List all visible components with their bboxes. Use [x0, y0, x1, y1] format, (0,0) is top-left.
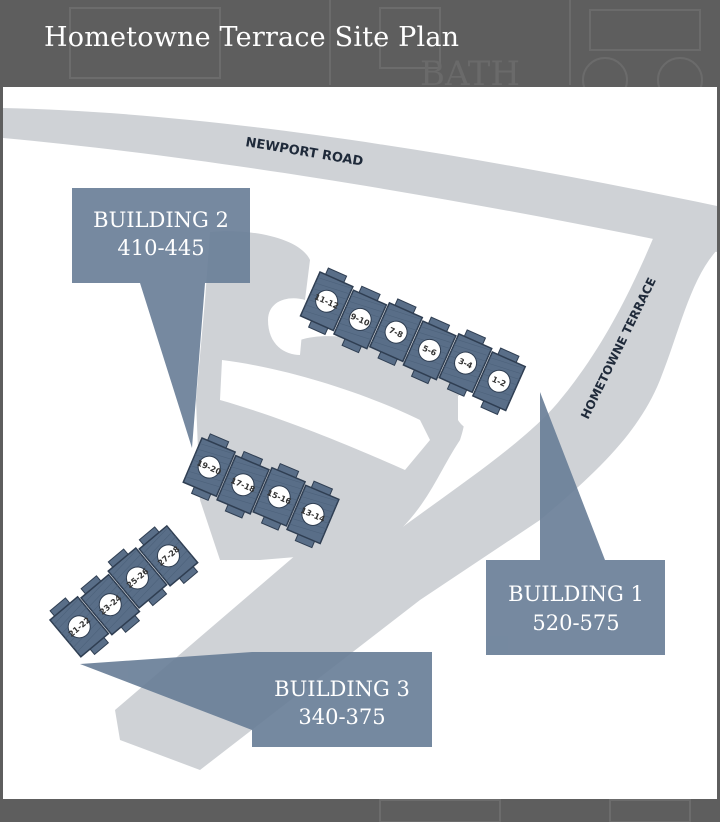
unit-hatch [289, 523, 325, 535]
unit-marker [231, 473, 255, 497]
unit-hatch [88, 580, 114, 608]
unit-hatch [111, 549, 138, 576]
island-central [220, 360, 430, 470]
unit-hatch [57, 602, 83, 630]
unit-hatch [456, 339, 492, 351]
unit-hatch [233, 460, 269, 472]
unit-marker [384, 320, 408, 344]
unit-marker [125, 566, 149, 590]
newport-road-surface [3, 108, 717, 252]
unit-hatch [315, 282, 350, 295]
unit-hatch [166, 554, 192, 582]
unit-hatch [267, 478, 303, 490]
building-1-footprint[interactable]: 11-129-107-85-63-41-2 [296, 266, 529, 417]
unit-marker [454, 351, 478, 375]
unit-marker [197, 455, 221, 479]
unit-marker [348, 307, 372, 331]
island-north [268, 298, 305, 355]
unit-hatch [302, 310, 338, 322]
unit-hatch [142, 527, 169, 554]
unit-hatch [386, 308, 422, 320]
unit-hatch [384, 313, 420, 326]
unit-hatch [453, 344, 489, 357]
unit-hatch [231, 466, 266, 478]
unit-hatch [441, 371, 477, 384]
unit-hatch [475, 390, 510, 402]
unit-hatch [115, 553, 142, 581]
building-3-name: BUILDING 3 [274, 677, 410, 701]
building-1-name: BUILDING 1 [508, 582, 644, 606]
unit-hatch [53, 598, 80, 625]
unit-marker [418, 338, 442, 362]
unit-hatch [146, 531, 173, 559]
unit-hatch [185, 476, 221, 488]
unit-marker [315, 289, 339, 313]
unit-marker [301, 502, 325, 526]
unit-hatch [303, 490, 339, 502]
unit-hatch [269, 472, 305, 484]
building-2-range: 410-445 [117, 236, 204, 260]
unit-marker [67, 615, 91, 639]
unit-hatch [199, 443, 235, 455]
unit-hatch [405, 359, 441, 371]
unit-hatch [84, 576, 111, 603]
unit-hatch [487, 362, 523, 375]
unit-hatch [317, 277, 353, 289]
building-3-callout-box[interactable] [252, 652, 432, 747]
unit-hatch [420, 326, 456, 338]
unit-hatch [489, 357, 525, 369]
unit-marker [156, 544, 180, 568]
unit-marker [98, 593, 122, 617]
unit-hatch [348, 300, 384, 313]
building-3-range: 340-375 [298, 705, 385, 729]
page-title: Hometowne Terrace Site Plan [44, 22, 460, 53]
unit-marker [487, 369, 511, 393]
unit-hatch [76, 625, 103, 653]
building-1-range: 520-575 [532, 611, 619, 635]
unit-hatch [107, 603, 134, 631]
unit-hatch [336, 328, 372, 340]
hometowne-terrace-surface [360, 222, 717, 600]
unit-hatch [372, 340, 407, 353]
building-2-name: BUILDING 2 [93, 208, 229, 232]
unit-hatch [417, 331, 453, 344]
unit-hatch [350, 295, 386, 307]
building-1-callout[interactable] [486, 392, 665, 655]
building-2-callout[interactable] [72, 188, 250, 448]
unit-hatch [197, 448, 233, 460]
unit-hatch [219, 493, 255, 505]
unit-hatch [255, 506, 291, 518]
unit-marker [267, 485, 291, 509]
unit-hatch [134, 576, 161, 604]
unit-hatch [300, 496, 336, 508]
